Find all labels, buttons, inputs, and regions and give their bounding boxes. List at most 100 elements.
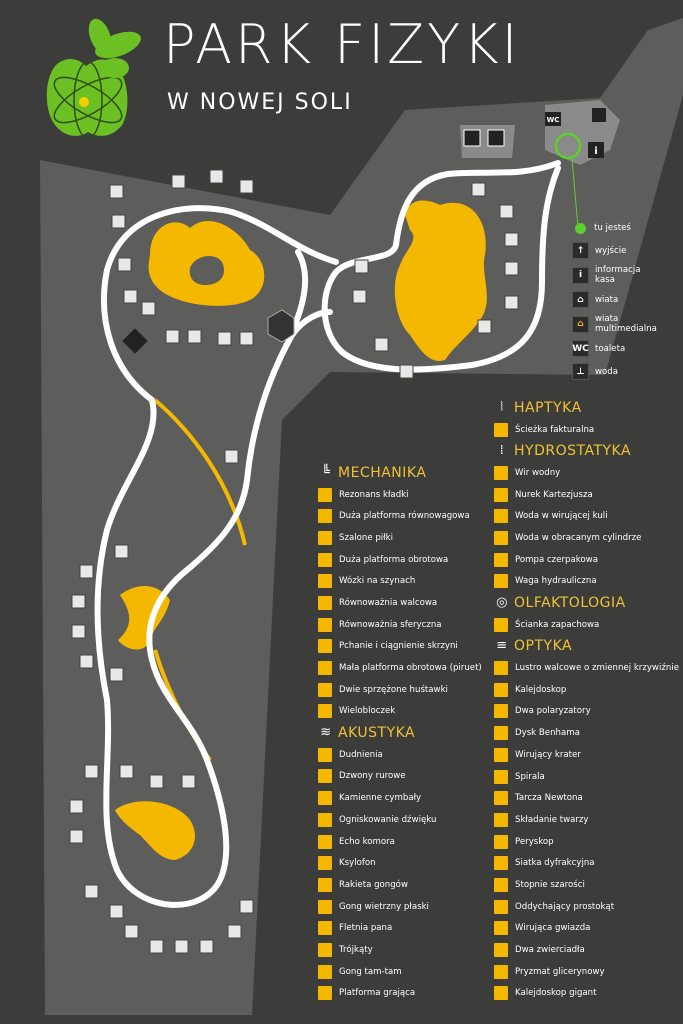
station-marker[interactable]	[504, 295, 519, 310]
station-marker[interactable]	[79, 564, 94, 579]
station-marker[interactable]	[71, 594, 86, 609]
station-marker[interactable]	[109, 667, 124, 682]
station-icon	[494, 791, 508, 806]
legend-item: Platforma grająca	[318, 983, 482, 1005]
legend-item: Dudnienia	[318, 744, 482, 766]
legend-item: Ścieżka fakturalna	[494, 419, 679, 441]
station-marker[interactable]	[209, 169, 224, 184]
category-header-hydrostatyka: ⁞HYDROSTATYKA	[494, 440, 679, 462]
legend-item: Stopnie szarości	[494, 874, 679, 896]
station-marker[interactable]	[181, 774, 196, 789]
station-icon	[318, 682, 332, 697]
station-icon	[494, 877, 508, 892]
mechanics-zone	[394, 200, 487, 361]
legend-item: Szalone piłki	[318, 527, 482, 549]
shelter-icon: ⌂	[572, 291, 589, 308]
station-marker[interactable]	[69, 829, 84, 844]
legend-item: Nurek Kartezjusza	[494, 484, 679, 506]
legend-item: Równoważnia sferyczna	[318, 614, 482, 636]
legend-item: Ścianka zapachowa	[494, 614, 679, 636]
category-header-haptyka: ⦚HAPTYKA	[494, 397, 679, 419]
station-marker[interactable]	[217, 331, 232, 346]
multimedia-shelter-icon	[267, 309, 295, 343]
haptyka-icon: ⦚	[500, 399, 504, 415]
station-icon	[318, 921, 332, 936]
info-cash-icon: i	[572, 266, 589, 284]
station-icon	[318, 942, 332, 957]
station-icon	[494, 509, 508, 524]
multimedia-shelter-icon: ⌂	[572, 315, 589, 333]
station-marker[interactable]	[119, 764, 134, 779]
station-icon	[494, 964, 508, 979]
legend-item: Składanie twarzy	[494, 809, 679, 831]
station-icon	[318, 595, 332, 610]
legend-item: Dwa polaryzatory	[494, 701, 679, 723]
station-icon	[318, 769, 332, 784]
category-header-akustyka: ≋AKUSTYKA	[318, 722, 482, 744]
station-marker[interactable]	[171, 174, 186, 189]
station-marker[interactable]	[69, 799, 84, 814]
station-marker[interactable]	[124, 924, 139, 939]
station-marker[interactable]	[354, 259, 369, 274]
station-marker[interactable]	[352, 289, 367, 304]
legend-item: Dwie sprzężone huśtawki	[318, 679, 482, 701]
station-marker[interactable]	[374, 337, 389, 352]
category-header-optyka: ≡OPTYKA	[494, 636, 679, 658]
station-marker[interactable]	[239, 899, 254, 914]
legend-item: Dzwony rurowe	[318, 766, 482, 788]
station-marker[interactable]	[84, 884, 99, 899]
station-marker[interactable]	[239, 331, 254, 346]
station-marker[interactable]	[109, 184, 124, 199]
map-structures: WC i	[122, 108, 606, 354]
wc-icon: WC	[572, 340, 589, 357]
station-marker[interactable]	[71, 624, 86, 639]
key-multimedia-shelter: ⌂wiata multimedialna	[572, 314, 657, 334]
legend-item: Duża platforma równowagowa	[318, 505, 482, 527]
station-icon	[318, 899, 332, 914]
station-marker[interactable]	[117, 257, 132, 272]
station-marker[interactable]	[123, 289, 138, 304]
station-marker[interactable]	[114, 544, 129, 559]
station-icon	[494, 465, 508, 480]
legend-item: Siatka dyfrakcyjna	[494, 852, 679, 874]
park-ground	[40, 18, 683, 1015]
station-icon	[494, 574, 508, 589]
station-icon	[494, 726, 508, 741]
key-you-are-here: tu jesteś	[572, 220, 657, 236]
station-icon	[318, 856, 332, 871]
station-marker[interactable]	[149, 774, 164, 789]
station-marker[interactable]	[165, 329, 180, 344]
station-marker[interactable]	[239, 179, 254, 194]
station-marker[interactable]	[477, 319, 492, 334]
station-marker[interactable]	[109, 904, 124, 919]
station-marker[interactable]	[84, 764, 99, 779]
station-marker[interactable]	[227, 924, 242, 939]
station-marker[interactable]	[149, 939, 164, 954]
legend-item: Wirująca gwiazda	[494, 918, 679, 940]
station-icon	[318, 791, 332, 806]
you-are-here-icon	[575, 222, 586, 234]
station-marker[interactable]	[141, 301, 156, 316]
legend-item: Tarcza Newtona	[494, 787, 679, 809]
station-marker[interactable]	[174, 939, 189, 954]
legend-item: Mała platforma obrotowa (piruet)	[318, 657, 482, 679]
station-marker[interactable]	[504, 261, 519, 276]
station-marker[interactable]	[111, 214, 126, 229]
station-marker[interactable]	[499, 204, 514, 219]
station-icon	[494, 834, 508, 849]
station-marker[interactable]	[471, 182, 486, 197]
station-marker[interactable]	[79, 654, 94, 669]
station-marker[interactable]	[399, 364, 414, 379]
station-marker[interactable]	[224, 449, 239, 464]
category-header-mechanika: ╚MECHANIKA	[318, 462, 482, 484]
legend-item: Dwa zwierciadła	[494, 939, 679, 961]
page-subtitle: W NOWEJ SOLI	[167, 90, 353, 115]
legend-item: Waga hydrauliczna	[494, 571, 679, 593]
station-marker[interactable]	[187, 329, 202, 344]
station-marker[interactable]	[504, 232, 519, 247]
station-marker[interactable]	[199, 939, 214, 954]
station-icon	[318, 617, 332, 632]
